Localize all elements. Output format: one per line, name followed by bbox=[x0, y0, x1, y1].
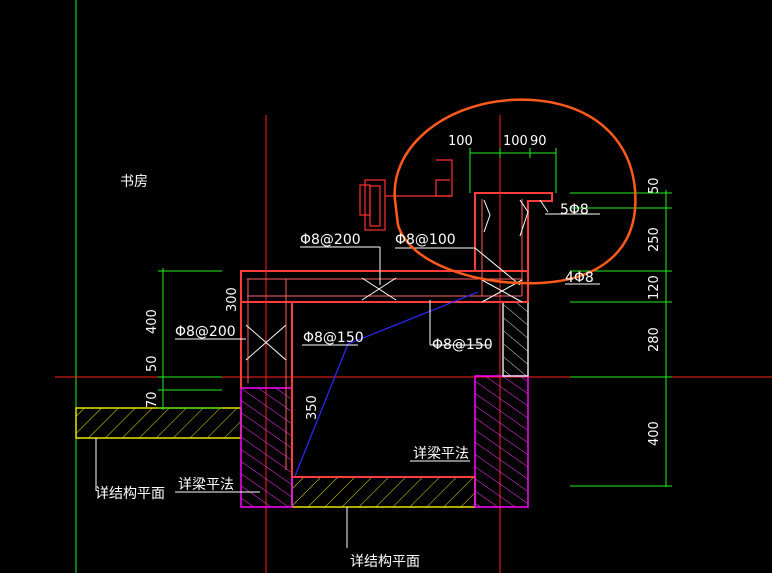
beam-label-left: 详梁平法 bbox=[178, 477, 234, 493]
rebar-label-right: Φ8@150 bbox=[432, 337, 493, 353]
left-slab bbox=[75, 407, 242, 439]
dim-left-2: 50 bbox=[145, 355, 160, 372]
dim-right-2: 250 bbox=[647, 227, 662, 252]
detail-label-left: 详结构平面 bbox=[95, 486, 165, 502]
dim-left-1: 400 bbox=[145, 309, 160, 334]
dim-right-4: 280 bbox=[647, 327, 662, 352]
dim-right-3: 120 bbox=[647, 275, 662, 300]
leader-lines bbox=[95, 213, 600, 548]
rebar-lines bbox=[247, 199, 523, 470]
rebar-label-stirrup: 5Φ8 bbox=[560, 202, 589, 218]
rebar-label-mid: Φ8@150 bbox=[303, 330, 364, 346]
right-wall-section bbox=[502, 301, 529, 377]
dim-inner-height: 350 bbox=[305, 395, 320, 420]
window-detail bbox=[359, 159, 453, 231]
beam-label-right: 详梁平法 bbox=[413, 446, 469, 462]
dim-top-3: 90 bbox=[530, 134, 547, 149]
right-beam bbox=[474, 375, 529, 508]
blue-rebar bbox=[294, 291, 479, 477]
rebar-label-top-left: Φ8@200 bbox=[300, 232, 361, 248]
rebar-label-stirrup2: 4Φ8 bbox=[565, 270, 594, 286]
dim-top-2: 100 bbox=[503, 134, 528, 149]
dimension-lines bbox=[158, 148, 672, 487]
rebar-label-left: Φ8@200 bbox=[175, 324, 236, 340]
dim-right-1: 50 bbox=[647, 177, 662, 194]
dim-wall-height: 300 bbox=[225, 287, 240, 312]
hatched-regions bbox=[75, 301, 529, 508]
detail-label-bottom: 详结构平面 bbox=[350, 554, 420, 570]
room-label: 书房 bbox=[120, 174, 148, 190]
dim-right-5: 400 bbox=[647, 421, 662, 446]
bottom-slab bbox=[291, 476, 476, 508]
rebar-label-top-mid: Φ8@100 bbox=[395, 232, 456, 248]
dim-left-3: 70 bbox=[145, 391, 160, 408]
left-beam bbox=[240, 387, 293, 508]
cross-marks bbox=[245, 277, 523, 361]
dim-top-1: 100 bbox=[448, 134, 473, 149]
stirrup-hooks bbox=[483, 199, 549, 237]
markup-circle bbox=[393, 98, 637, 285]
